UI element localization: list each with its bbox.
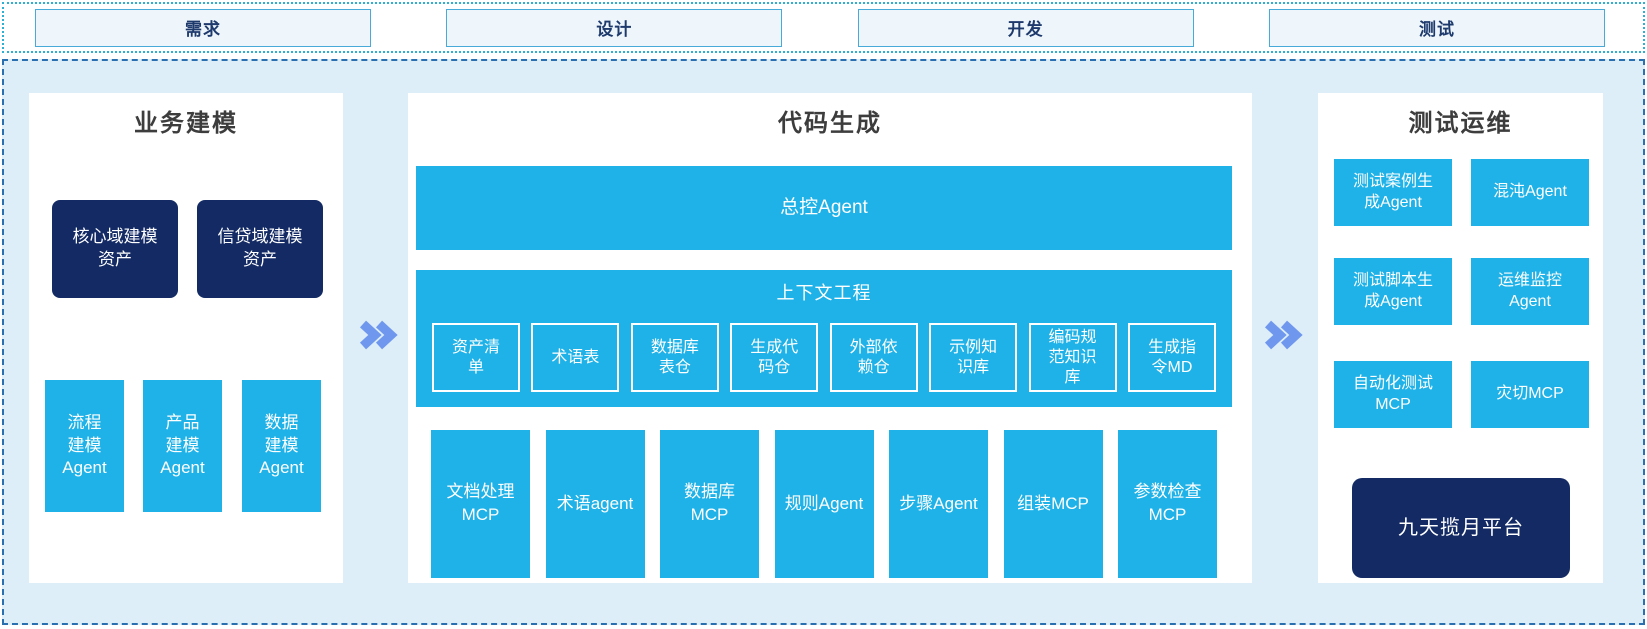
testops-box-auto-test-mcp: 自动化测试 MCP	[1334, 361, 1452, 428]
panel-title-code-generation: 代码生成	[778, 110, 882, 137]
phase-box-requirements: 需求	[35, 8, 371, 47]
panel-test-ops: 测试运维 测试案例生 成Agent 混沌Agent 测试脚本生 成Agent 运…	[1318, 93, 1603, 583]
mcp-box-rule-agent: 规则Agent	[774, 430, 874, 578]
phase-box-design: 设计	[446, 8, 783, 47]
mcp-box-glossary-agent: 术语agent	[545, 430, 645, 578]
mcp-box-step-agent: 步骤Agent	[889, 430, 988, 578]
context-item-asset-list: 资产清 单	[432, 323, 520, 392]
testops-box-disaster-switch-mcp: 灾切MCP	[1471, 361, 1589, 428]
flow-arrow-icon	[1264, 320, 1303, 350]
asset-box-credit-domain: 信贷域建模 资产	[197, 200, 323, 298]
phase-box-development: 开发	[857, 8, 1194, 47]
panel-code-generation: 代码生成 总控Agent 上下文工程 资产清 单 术语表 数据库 表仓 生成代 …	[408, 93, 1252, 583]
testops-box-test-case-gen-agent: 测试案例生 成Agent	[1334, 159, 1452, 226]
testops-box-test-script-gen-agent: 测试脚本生 成Agent	[1334, 258, 1452, 325]
panel-title-test-ops: 测试运维	[1408, 110, 1513, 137]
mcp-box-database: 数据库 MCP	[660, 430, 759, 578]
context-item-generated-code-repo: 生成代 码仓	[730, 323, 819, 392]
context-item-external-deps-repo: 外部依 赖仓	[829, 323, 918, 392]
asset-box-core-domain: 核心域建模 资产	[52, 200, 178, 298]
context-item-generate-instruction-md: 生成指 令MD	[1127, 323, 1216, 392]
agent-box-process-modeling: 流程 建模 Agent	[45, 380, 124, 512]
platform-box-jiutian-lanyue: 九天揽月平台	[1352, 478, 1570, 578]
flow-arrow-icon	[359, 320, 398, 350]
context-engineering-container: 上下文工程 资产清 单 术语表 数据库 表仓 生成代 码仓 外部依 赖仓 示例知…	[416, 270, 1232, 407]
agent-box-data-modeling: 数据 建模 Agent	[242, 380, 321, 512]
mcp-agent-row: 文档处理 MCP 术语agent 数据库 MCP 规则Agent 步骤Agent…	[416, 430, 1232, 578]
phase-box-testing: 测试	[1268, 8, 1605, 47]
context-item-db-table-repo: 数据库 表仓	[630, 323, 719, 392]
context-engineering-title: 上下文工程	[776, 283, 872, 303]
context-item-example-kb: 示例知 识库	[929, 323, 1018, 392]
agent-box-product-modeling: 产品 建模 Agent	[143, 380, 222, 512]
panel-business-modeling: 业务建模 核心域建模 资产 信贷域建模 资产 流程 建模 Agent 产品 建模…	[29, 93, 343, 583]
panel-title-business-modeling: 业务建模	[134, 110, 238, 137]
testops-box-chaos-agent: 混沌Agent	[1471, 159, 1589, 226]
testops-box-ops-monitor-agent: 运维监控 Agent	[1471, 258, 1589, 325]
phase-strip: 需求 设计 开发 测试	[2, 2, 1645, 53]
master-agent-bar: 总控Agent	[416, 166, 1232, 250]
context-items-row: 资产清 单 术语表 数据库 表仓 生成代 码仓 外部依 赖仓 示例知 识库 编码…	[432, 323, 1216, 392]
context-item-coding-standard-kb: 编码规 范知识 库	[1028, 323, 1117, 392]
mcp-box-assembly: 组装MCP	[1003, 430, 1103, 578]
context-item-glossary: 术语表	[531, 323, 620, 392]
mcp-box-doc-processing: 文档处理 MCP	[431, 430, 530, 578]
mcp-box-param-check: 参数检查 MCP	[1118, 430, 1217, 578]
